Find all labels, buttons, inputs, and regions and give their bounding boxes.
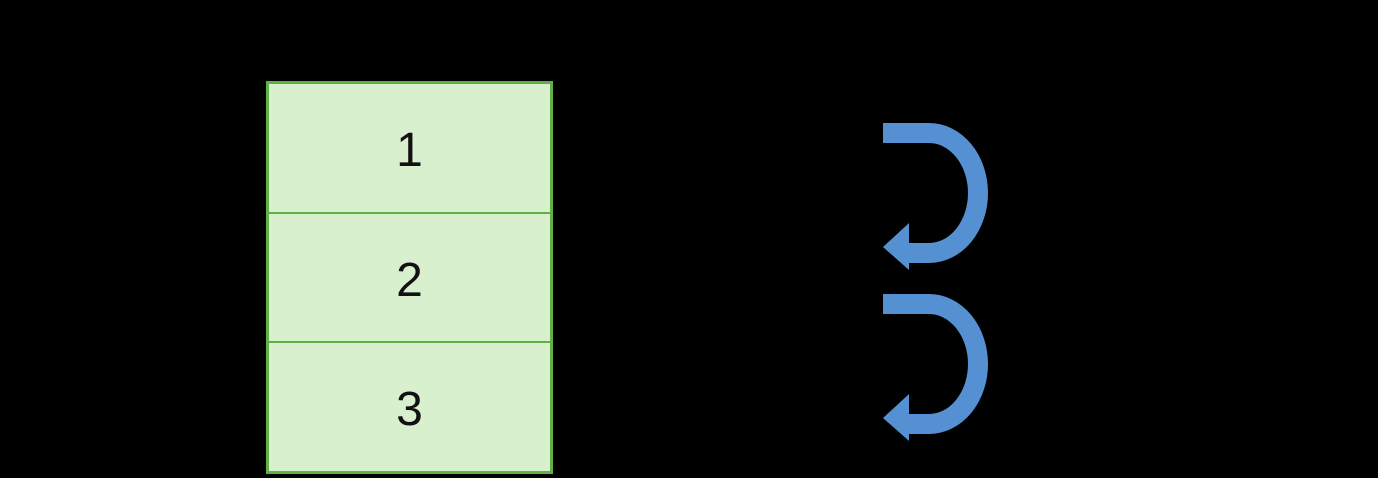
arrow-curve bbox=[883, 123, 988, 263]
u-turn-left-arrow-icon bbox=[883, 123, 988, 270]
u-turn-left-arrow-icon bbox=[883, 294, 988, 441]
table-row-2: 2 bbox=[269, 211, 550, 342]
cell-value: 3 bbox=[396, 383, 423, 437]
cell-value: 2 bbox=[396, 253, 423, 307]
table-row-3: 3 bbox=[269, 341, 550, 471]
arrow-curve bbox=[883, 294, 988, 434]
arrow-head bbox=[883, 223, 909, 270]
cell-value: 1 bbox=[396, 123, 423, 177]
stacked-rows-table: 1 2 3 bbox=[266, 81, 553, 474]
table-row-1: 1 bbox=[269, 84, 550, 212]
arrow-head bbox=[883, 394, 909, 441]
